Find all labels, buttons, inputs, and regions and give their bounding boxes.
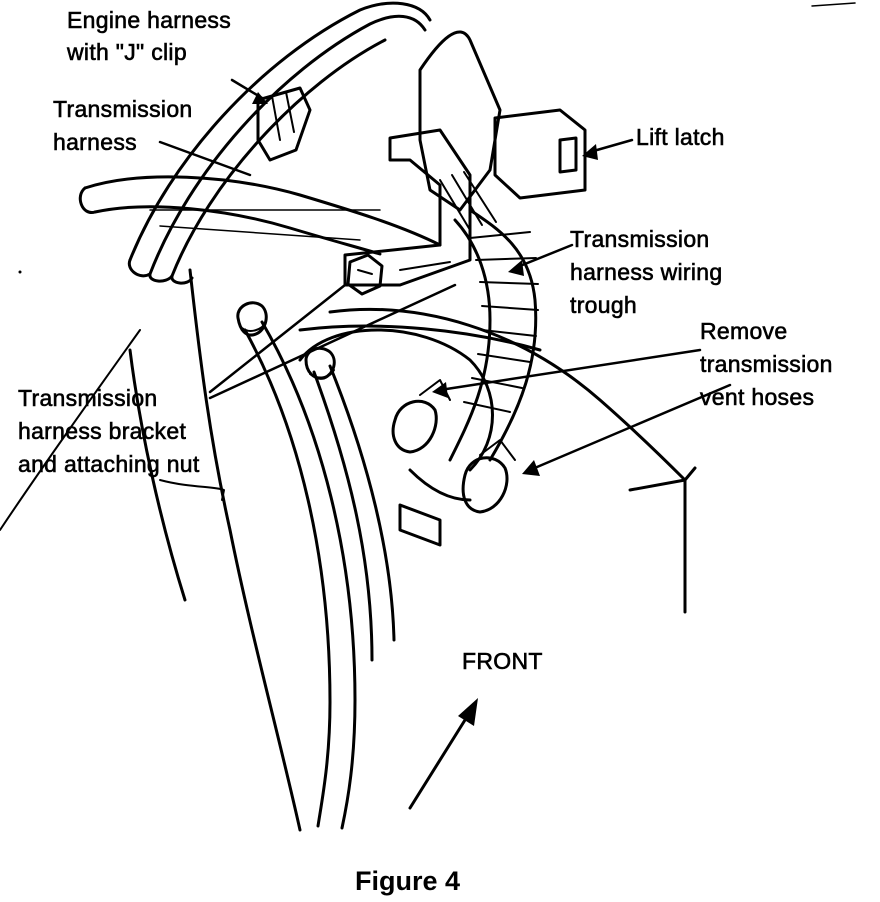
connector-body — [418, 30, 502, 212]
engine-harness-arc-b — [148, 14, 427, 276]
label-engine-harness-2: with "J" clip — [67, 39, 187, 66]
cooler-line-outer-b — [260, 320, 357, 830]
trans-harness-upper — [83, 175, 442, 247]
trough-outer — [468, 208, 538, 462]
label-trough-1: Transmission — [570, 226, 710, 253]
engine-harness-end — [127, 258, 174, 283]
arrowhead-lift-latch — [582, 144, 598, 160]
arrowhead-remove-b — [522, 460, 540, 476]
body-curve-left-2 — [128, 348, 187, 602]
label-remove-2: transmission — [700, 351, 833, 378]
harness-bracket — [343, 128, 472, 287]
label-bracket-1: Transmission — [18, 385, 158, 412]
circle-outline — [298, 328, 494, 472]
label-front: FRONT — [462, 648, 543, 675]
engine-harness-end-2 — [170, 274, 194, 285]
trough-segments — [463, 231, 539, 413]
bracket-slot — [399, 261, 451, 271]
trans-harness-lower — [93, 205, 382, 256]
cooler-line-inner-b — [328, 364, 396, 642]
vent-hose-b — [461, 456, 509, 514]
attaching-nut — [346, 253, 384, 296]
label-trough-3: trough — [570, 292, 638, 319]
label-remove-1: Remove — [700, 318, 788, 345]
body-curve-left — [188, 268, 302, 832]
trans-harness-strands — [149, 209, 381, 241]
vent-body — [398, 468, 472, 547]
arrowhead-front — [458, 698, 478, 726]
cooler-line-outer-a — [243, 328, 332, 828]
label-bracket-3: and attaching nut — [18, 451, 200, 478]
trans-harness-end — [78, 186, 97, 214]
leader-remove-b — [528, 383, 732, 472]
label-remove-3: vent hoses — [700, 384, 815, 411]
label-lift-latch: Lift latch — [636, 124, 725, 151]
engine-harness-arc-a — [128, 1, 432, 262]
leader-trough — [513, 243, 574, 270]
figure-caption: Figure 4 — [355, 866, 461, 896]
vent-hose-b-stub — [479, 439, 516, 461]
j-clip-inner — [271, 91, 295, 141]
housing-corner — [628, 466, 697, 492]
front-arrow-shaft — [408, 710, 472, 810]
label-engine-harness-1: Engine harness — [67, 7, 232, 34]
engine-harness-arc-c — [170, 38, 387, 278]
label-trans-harness-2: harness — [53, 129, 137, 156]
corner-mark — [811, 2, 856, 7]
leader-bracket-b — [208, 283, 457, 400]
arrowhead-remove-a — [432, 382, 448, 398]
housing-outline — [328, 307, 687, 482]
leader-remove-a — [438, 348, 702, 392]
fitting-a-ring — [241, 321, 267, 332]
nut-center — [357, 269, 373, 275]
leader-lift-latch — [588, 138, 634, 154]
vent-hose-a — [391, 399, 438, 454]
j-clip — [256, 86, 312, 162]
label-trough-2: harness wiring — [570, 259, 723, 286]
fitting-b-ring — [309, 369, 335, 379]
bracket-leader-squiggle — [159, 479, 225, 501]
arrowhead-engine — [252, 92, 268, 104]
label-trans-harness-1: Transmission — [53, 96, 193, 123]
arrowhead-trough — [508, 260, 524, 276]
bracket-leader-line — [0, 329, 141, 531]
lift-latch-tab — [558, 136, 578, 174]
leader-bracket-a — [208, 283, 347, 394]
trough-inner — [448, 218, 492, 462]
label-bracket-2: harness bracket — [18, 418, 187, 445]
lift-latch-block — [493, 108, 587, 200]
leader-trans-harness — [158, 140, 252, 177]
connector-wires — [439, 171, 497, 231]
housing-inner — [298, 324, 542, 352]
cooler-line-inner-a — [312, 370, 374, 662]
speck — [18, 270, 22, 274]
